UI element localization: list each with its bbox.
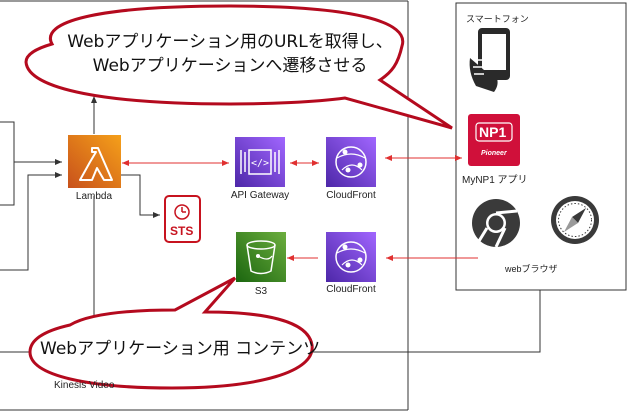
kinesis-label: Kinesis Video xyxy=(54,380,115,391)
left-connectors xyxy=(0,96,541,353)
aws-group-boundary xyxy=(0,0,409,411)
s3-icon xyxy=(236,232,286,282)
api-gateway-label: API Gateway xyxy=(230,190,290,201)
cloudfront-bottom-label: CloudFront xyxy=(326,284,376,295)
speech-bubble-top xyxy=(24,4,453,130)
chrome-icon xyxy=(472,199,520,248)
np1-logo-text: NP1 xyxy=(479,124,507,140)
bubble-top-line2: Webアプリケーションへ遷移させる xyxy=(92,56,368,76)
safari-icon xyxy=(551,196,599,244)
api-gateway-icon: </> xyxy=(235,137,285,187)
cloudfront-top-label: CloudFront xyxy=(326,190,376,201)
s3-label: S3 xyxy=(254,286,268,297)
cloudfront-bottom-icon xyxy=(326,232,376,282)
speech-bubble-bottom xyxy=(28,276,314,390)
smartphone-label: スマートフォン xyxy=(466,14,529,24)
lambda-icon xyxy=(68,135,121,188)
pioneer-logo-text: Pioneer xyxy=(481,150,507,157)
sts-label: STS xyxy=(170,224,194,238)
bubble-top-line1: Webアプリケーション用のURLを取得し、 xyxy=(67,32,393,52)
lambda-label: Lambda xyxy=(75,191,113,202)
bubble-bottom-text: Webアプリケーション用 コンテンツ xyxy=(40,339,321,359)
mynp1-app-label: MyNP1 アプリ xyxy=(462,175,528,186)
svg-text:</>: </> xyxy=(251,158,269,169)
web-browser-label: webブラウザ xyxy=(505,264,558,274)
sts-icon xyxy=(164,195,201,243)
smartphone-icon xyxy=(469,28,510,92)
np1-app-icon xyxy=(468,114,520,166)
red-arrows xyxy=(122,155,478,261)
cloudfront-top-icon xyxy=(326,137,376,187)
